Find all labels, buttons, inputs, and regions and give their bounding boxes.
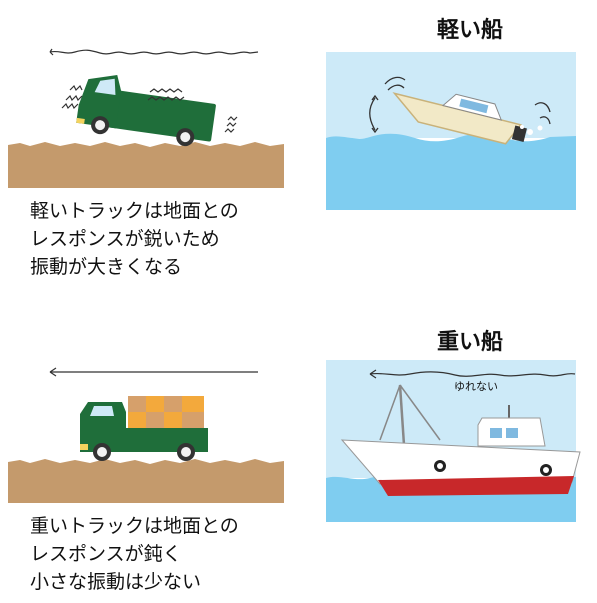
caption-light-truck: 軽いトラックは地面との レスポンスが鋭いため 振動が大きくなる [30,197,239,281]
motion-arrows [369,76,551,134]
cargo-boxes [128,396,204,428]
light-boat-sea [326,133,576,210]
splash [520,125,543,135]
heavy-boat [340,384,581,496]
light-boat [392,92,527,145]
title-heavy-boat: 重い船 [436,330,503,355]
title-light-boat: 軽い船 [436,18,503,43]
light-truck [76,75,216,147]
caption-line: 振動が大きくなる [30,256,183,278]
wavy-line-heavy [369,369,576,379]
ground-bottom [8,459,284,503]
caption-line: 重いトラックは地面との [30,515,239,537]
straight-motion-line [49,367,258,377]
caption-line: レスポンスが鈍く [30,543,182,565]
caption-line: 軽いトラックは地面との [30,200,239,222]
caption-line: レスポンスが鋭いため [30,228,220,250]
caption-line: 小さな振動は少ない [30,571,202,593]
heavy-truck [80,396,208,461]
wave-label: ゆれない [454,380,498,393]
ground-top [8,142,284,188]
caption-heavy-truck: 重いトラックは地面との レスポンスが鈍く 小さな振動は少ない [30,512,239,596]
wavy-motion-line [49,48,259,56]
vibration-marks [61,84,238,133]
